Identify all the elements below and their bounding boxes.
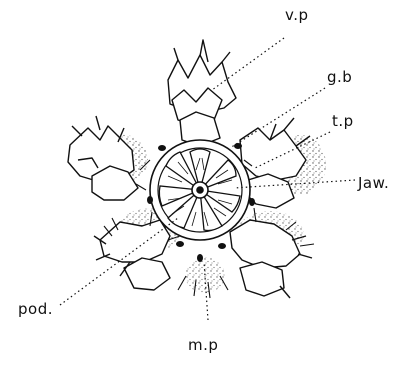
label-tp: t.p: [332, 114, 354, 129]
oral-disc: [150, 140, 250, 240]
label-mp: m.p: [188, 338, 218, 353]
arm-bottom-left: [94, 220, 170, 290]
arm-left: [68, 116, 138, 200]
arm-top: [168, 40, 236, 146]
label-jaw: Jaw.: [358, 176, 389, 191]
label-vp: v.p: [285, 8, 309, 23]
label-gb: g.b: [327, 70, 352, 85]
label-pod: pod.: [18, 302, 53, 317]
